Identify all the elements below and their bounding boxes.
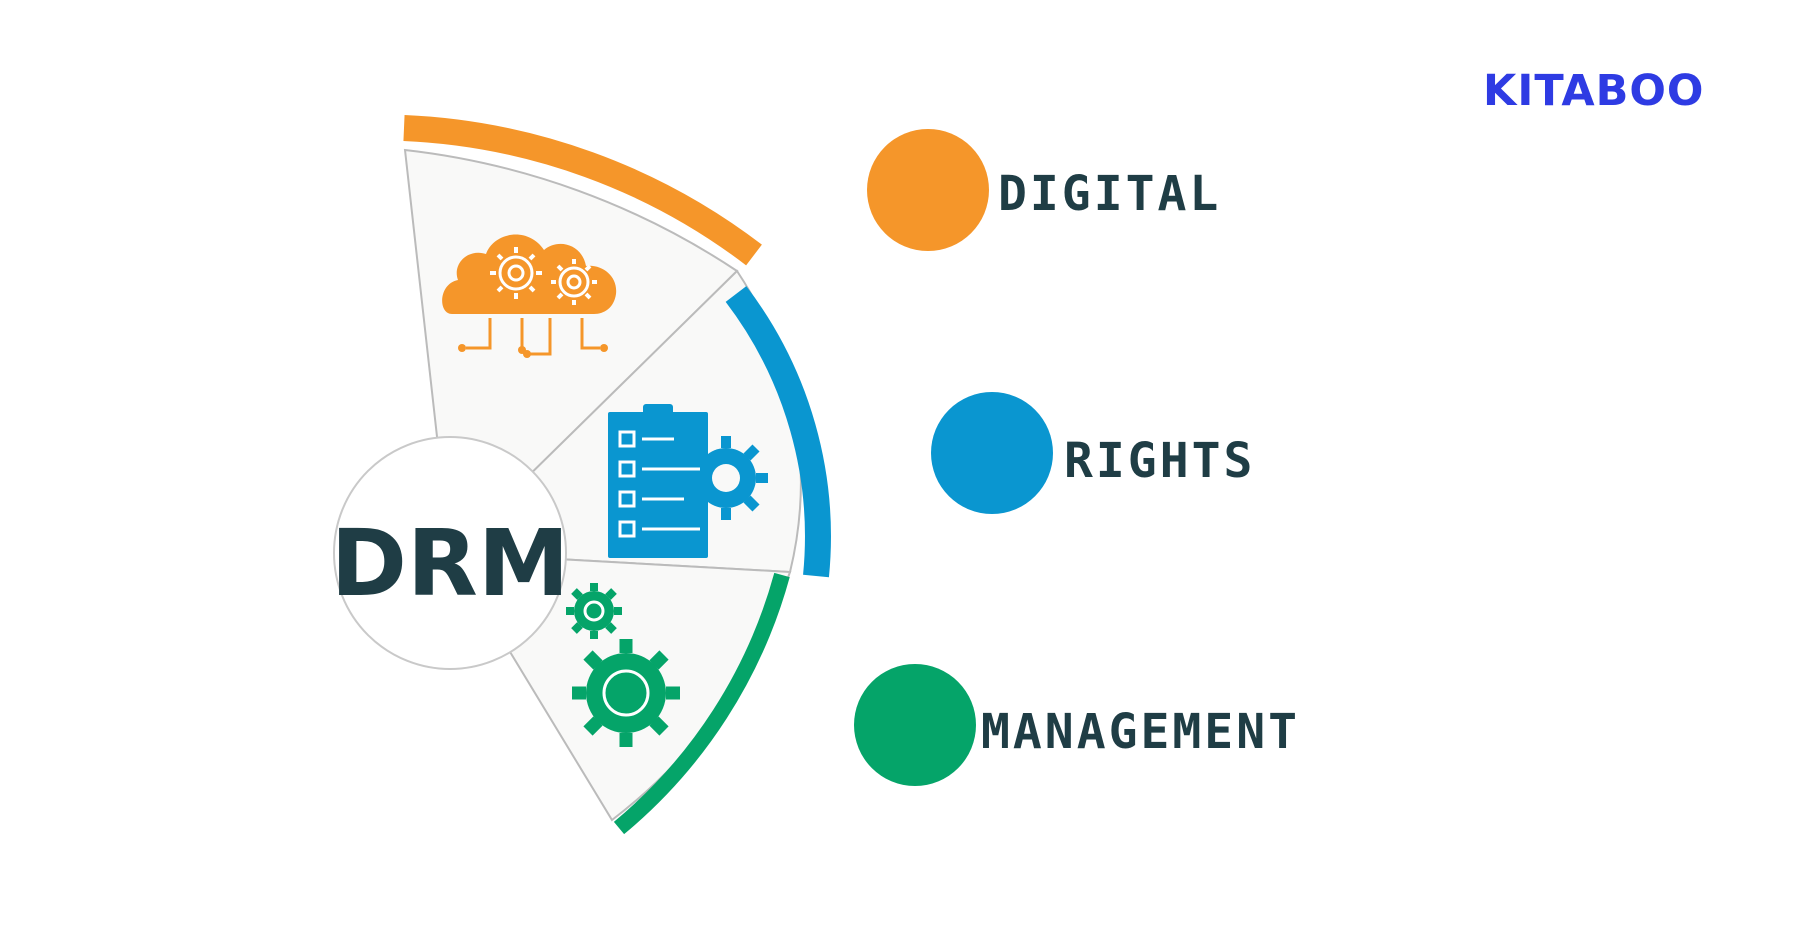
term-digital: DIGITAL — [998, 166, 1222, 222]
brand-logo: KITABOO — [1483, 66, 1705, 116]
term-rights: RIGHTS — [1064, 433, 1256, 489]
center-label: DRM — [331, 510, 570, 617]
gears-icon — [566, 583, 680, 747]
bullet-management — [854, 664, 976, 786]
arc-rights — [725, 286, 831, 578]
clipboard-gear-icon — [608, 404, 768, 558]
arc-digital — [403, 115, 762, 266]
bullet-rights — [931, 392, 1053, 514]
center-circle — [333, 436, 567, 670]
cloud-gears-icon — [442, 234, 617, 358]
term-management: MANAGEMENT — [981, 704, 1300, 760]
arc-management — [613, 572, 790, 835]
bullet-digital — [867, 129, 989, 251]
